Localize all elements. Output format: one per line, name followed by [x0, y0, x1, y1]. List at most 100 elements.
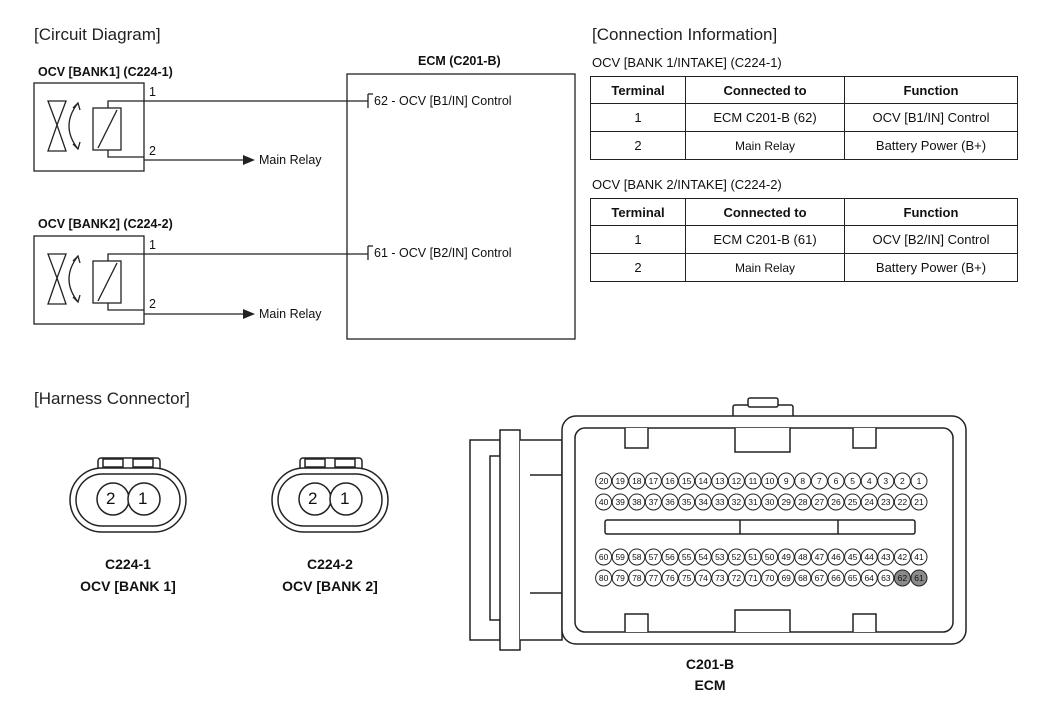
ecm-pin-label: 15 [682, 476, 692, 486]
ecm-pin-label: 53 [715, 552, 725, 562]
ecm-pin-label: 12 [732, 476, 742, 486]
ecm-pin-label: 44 [864, 552, 874, 562]
ecm-pin-43 [877, 548, 895, 566]
c224-2-name: OCV [BANK 2] [282, 578, 378, 594]
ecm-pin-57 [644, 548, 662, 566]
ecm-pin-label: 48 [798, 552, 808, 562]
ecm-pin-50 [761, 548, 779, 566]
ecm-pin-44 [860, 548, 878, 566]
ecm-pin-40 [595, 493, 613, 511]
ecm-pin-59 [611, 548, 629, 566]
ecm-pin-label: 26 [831, 497, 841, 507]
ecm-pin-51 [744, 548, 762, 566]
ecm-pin-label: 39 [615, 497, 625, 507]
ecm-pin-20 [595, 472, 613, 490]
ecm-pin-label: 20 [599, 476, 609, 486]
ecm-pin-label: 23 [881, 497, 891, 507]
table2-title: OCV [BANK 2/INTAKE] (C224-2) [592, 177, 782, 192]
ecm-pin-61-label: 61 - OCV [B2/IN] Control [374, 246, 512, 260]
ocv2-pin2-label: 2 [149, 297, 156, 311]
ecm-pin-label: 72 [732, 573, 742, 583]
connection-table-bank2: Terminal Connected to Function 1 ECM C20… [590, 198, 1018, 282]
table-header: Terminal [590, 198, 686, 226]
ocv2-pin1-label: 1 [149, 238, 156, 252]
ecm-pin-31 [744, 493, 762, 511]
ecm-pin-label: 74 [698, 573, 708, 583]
ecm-pin-label: 75 [682, 573, 692, 583]
table-cell: ECM C201-B (61) [685, 225, 845, 254]
ecm-pin-label: 60 [599, 552, 609, 562]
ecm-pin-47 [810, 548, 828, 566]
ecm-pin-label: 38 [632, 497, 642, 507]
ecm-pin-label: 80 [599, 573, 609, 583]
ecm-pin-67 [810, 569, 828, 587]
c224-2-connector [271, 457, 389, 533]
connection-table-bank1: Terminal Connected to Function 1 ECM C20… [590, 76, 1018, 160]
ecm-pin-62-label: 62 - OCV [B1/IN] Control [374, 94, 512, 108]
ecm-pin-45 [844, 548, 862, 566]
ecm-pin-2 [893, 472, 911, 490]
table-cell: Main Relay [685, 131, 845, 160]
ecm-pin-3 [877, 472, 895, 490]
ecm-pin-label: 6 [834, 476, 839, 486]
ecm-pin-70 [761, 569, 779, 587]
ecm-pin-78 [628, 569, 646, 587]
ecm-pin-42 [893, 548, 911, 566]
ecm-pin-label: 31 [748, 497, 758, 507]
ecm-pin-label: 17 [649, 476, 659, 486]
ecm-pin-53 [711, 548, 729, 566]
ecm-pin-4 [860, 472, 878, 490]
ecm-pin-30 [761, 493, 779, 511]
ecm-pin-26 [827, 493, 845, 511]
ecm-pin-label: 78 [632, 573, 642, 583]
ecm-pin-21 [910, 493, 928, 511]
main-relay-label-2: Main Relay [259, 307, 322, 321]
ecm-pin-61 [910, 569, 928, 587]
ecm-pin-label: 16 [665, 476, 675, 486]
table-cell: Battery Power (B+) [844, 131, 1018, 160]
ecm-pin-label: 61 [914, 573, 924, 583]
ecm-pin-73 [711, 569, 729, 587]
ecm-pin-label: 51 [748, 552, 758, 562]
ecm-pin-label: 35 [682, 497, 692, 507]
ecm-pin-label: 79 [615, 573, 625, 583]
c224-1-pin-2: 2 [106, 489, 116, 508]
ecm-pin-41 [910, 548, 928, 566]
ecm-pin-label: 32 [732, 497, 742, 507]
ecm-pin-75 [678, 569, 696, 587]
ecm-pin-17 [644, 472, 662, 490]
ecm-pin-71 [744, 569, 762, 587]
ecm-pin-1 [910, 472, 928, 490]
ecm-pin-34 [694, 493, 712, 511]
ecm-pin-5 [844, 472, 862, 490]
c224-1-connector [69, 457, 187, 533]
ecm-pin-12 [727, 472, 745, 490]
ecm-pin-label: 10 [765, 476, 775, 486]
ecm-pin-label: 37 [649, 497, 659, 507]
ecm-pin-28 [794, 493, 812, 511]
c201-b-name: ECM [694, 677, 726, 693]
ecm-pin-label: 47 [815, 552, 825, 562]
c224-1-id: C224-1 [105, 556, 151, 572]
ecm-pin-label: 14 [698, 476, 708, 486]
ecm-pin-66 [827, 569, 845, 587]
ecm-pin-label: 57 [649, 552, 659, 562]
ecm-pin-11 [744, 472, 762, 490]
ecm-pin-8 [794, 472, 812, 490]
table-cell: OCV [B1/IN] Control [844, 103, 1018, 132]
ecm-pin-label: 66 [831, 573, 841, 583]
ecm-pin-label: 30 [765, 497, 775, 507]
ecm-pin-label: 55 [682, 552, 692, 562]
ecm-pin-label: 52 [732, 552, 742, 562]
ecm-pin-label: 65 [848, 573, 858, 583]
ecm-pin-label: 3 [883, 476, 888, 486]
c224-1-name: OCV [BANK 1] [80, 578, 176, 594]
arrow-main-relay-1 [243, 155, 255, 165]
ecm-pin-74 [694, 569, 712, 587]
ecm-pin-label: 11 [749, 476, 758, 486]
ecm-pin-49 [777, 548, 795, 566]
ecm-pin-label: 71 [748, 573, 758, 583]
